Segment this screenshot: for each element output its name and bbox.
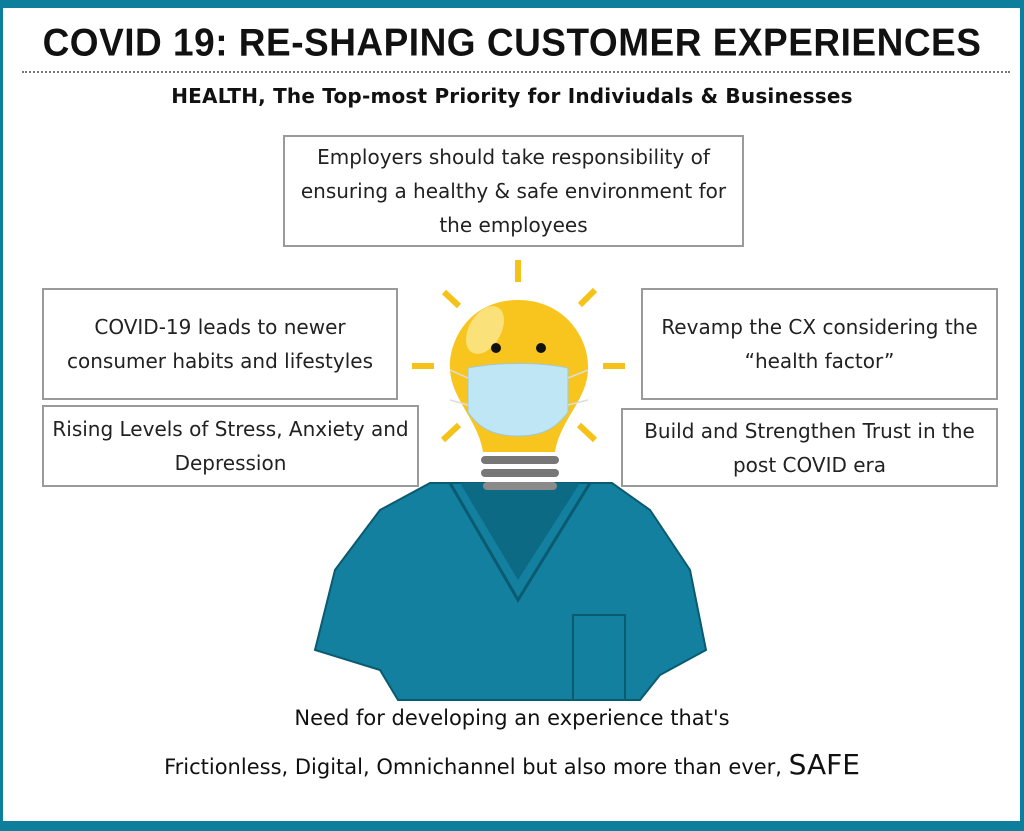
info-box-trust: Build and Strengthen Trust in the post C…	[621, 408, 998, 487]
footer-line-1: Need for developing an experience that's	[294, 706, 730, 730]
info-box-text: Employers should take responsibility of …	[300, 145, 727, 237]
safe-emphasis: SAFE	[788, 748, 860, 781]
info-box-text: COVID-19 leads to newer consumer habits …	[67, 315, 373, 373]
info-box-revamp-cx: Revamp the CX considering the “health fa…	[641, 288, 998, 400]
footer-line-2: Frictionless, Digital, Omnichannel but a…	[0, 748, 1024, 781]
subtitle: HEALTH, The Top-most Priority for Indivi…	[171, 84, 853, 108]
info-box-text: Revamp the CX considering the “health fa…	[661, 315, 978, 373]
scrubs-shirt-icon	[313, 482, 708, 701]
info-box-text: Rising Levels of Stress, Anxiety and Dep…	[52, 417, 409, 475]
face-mask-icon	[449, 363, 589, 437]
info-box-stress: Rising Levels of Stress, Anxiety and Dep…	[42, 405, 419, 487]
bulb-base-icon	[481, 456, 559, 490]
page-title: COVID 19: RE-SHAPING CUSTOMER EXPERIENCE…	[42, 20, 982, 64]
light-rays-icon	[412, 260, 625, 443]
footer-text: Frictionless, Digital, Omnichannel but a…	[164, 755, 782, 779]
info-box-text: Build and Strengthen Trust in the post C…	[644, 418, 975, 477]
dotted-divider	[22, 71, 1010, 73]
info-box-employers: Employers should take responsibility of …	[283, 135, 744, 247]
info-box-consumer-habits: COVID-19 leads to newer consumer habits …	[42, 288, 398, 400]
